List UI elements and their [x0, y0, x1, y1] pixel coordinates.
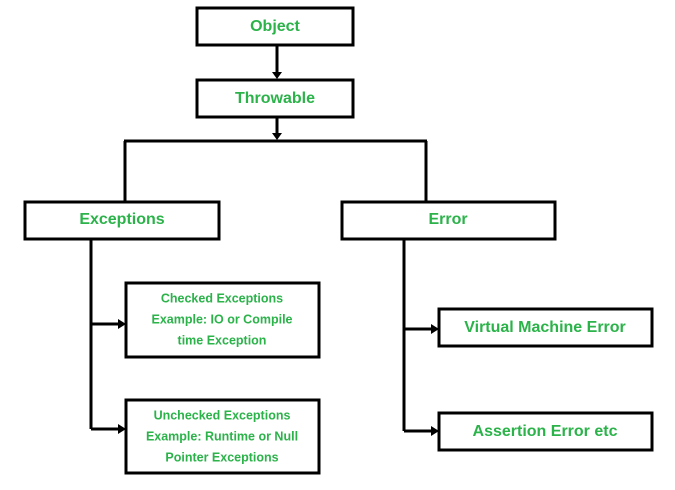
node-checked-exceptions: Checked Exceptions Example: IO or Compil… — [124, 281, 321, 359]
arrow-head-checked — [118, 319, 126, 329]
node-checked-line-2: Example: IO or Compile — [151, 312, 292, 326]
node-throwable: Throwable — [195, 78, 355, 119]
arrow-head-assertion-error — [431, 426, 439, 436]
node-checked-exceptions-box — [124, 281, 321, 359]
node-throwable-label: Throwable — [235, 90, 315, 107]
node-checked-line-1: Checked Exceptions — [161, 291, 283, 305]
node-assertion-error-label: Assertion Error etc — [473, 423, 618, 440]
node-assertion-error: Assertion Error etc — [437, 411, 654, 452]
node-virtual-machine-error-box — [437, 307, 654, 348]
arrow-head-split — [272, 133, 282, 140]
node-unchecked-line-2: Example: Runtime or Null — [146, 429, 298, 443]
node-unchecked-line-1: Unchecked Exceptions — [154, 408, 291, 422]
node-virtual-machine-error: Virtual Machine Error — [437, 307, 654, 348]
arrow-head-vm-error — [431, 324, 439, 334]
node-error: Error — [340, 200, 557, 241]
node-exceptions-box — [23, 200, 221, 241]
node-object-box — [195, 6, 355, 47]
node-assertion-error-box — [437, 411, 654, 452]
node-exceptions: Exceptions — [23, 200, 221, 241]
node-checked-line-3: time Exception — [178, 333, 267, 347]
node-unchecked-exceptions: Unchecked Exceptions Example: Runtime or… — [124, 398, 321, 475]
node-throwable-box — [195, 78, 355, 119]
node-error-label: Error — [428, 211, 467, 228]
node-virtual-machine-error-label: Virtual Machine Error — [464, 319, 626, 336]
arrow-head-unchecked — [118, 424, 126, 434]
node-error-box — [340, 200, 557, 241]
node-object-label: Object — [250, 18, 300, 35]
arrow-head-throwable — [272, 72, 282, 79]
node-exceptions-label: Exceptions — [79, 211, 164, 228]
node-unchecked-exceptions-box — [124, 398, 321, 475]
connectors — [89, 45, 439, 436]
node-unchecked-line-3: Pointer Exceptions — [165, 450, 278, 464]
node-object: Object — [195, 6, 355, 47]
